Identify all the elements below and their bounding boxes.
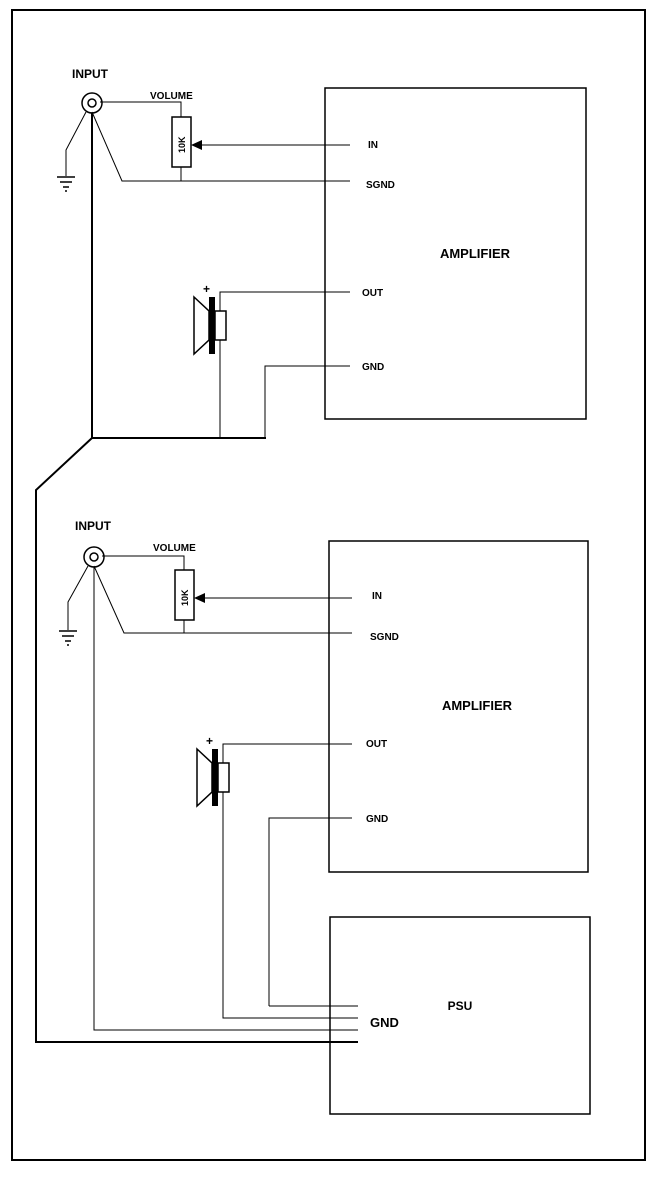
amplifier-label-2: AMPLIFIER xyxy=(442,698,513,713)
speaker-gnd-to-psu-wire xyxy=(222,792,358,1019)
wiper-arrow-icon xyxy=(191,140,202,150)
amplifier-label-1: AMPLIFIER xyxy=(440,246,511,261)
pin-in-1: IN xyxy=(368,140,378,151)
jack-ground-wire-2 xyxy=(67,565,89,630)
earth-ground-icon xyxy=(57,176,75,192)
speaker-plus-label-1: + xyxy=(203,282,210,296)
psu-box xyxy=(329,916,591,1115)
amplifier-box-1 xyxy=(324,87,587,420)
amp-gnd-wire-1 xyxy=(264,365,350,438)
speaker-icon xyxy=(196,747,230,808)
jack-ground-wire-1 xyxy=(65,111,87,176)
pin-sgnd-1: SGND xyxy=(366,180,395,191)
volume-potentiometer-1: 10K xyxy=(171,116,192,168)
pin-gnd-2: GND xyxy=(366,814,388,825)
circuit-2: INPUT VOLUME 10K AMPLIFIER IN SGND OUT G xyxy=(59,519,589,1031)
speaker-out-wire-1 xyxy=(219,291,350,311)
pin-sgnd-2: SGND xyxy=(370,632,399,643)
wiper-arrow-icon xyxy=(194,593,205,603)
resistor-value-1: 10K xyxy=(177,136,187,153)
pin-out-1: OUT xyxy=(362,288,383,299)
input-jack-1 xyxy=(81,92,103,114)
psu-label: PSU xyxy=(448,999,473,1013)
resistor-value-2: 10K xyxy=(180,589,190,606)
earth-ground-icon xyxy=(59,630,77,646)
speaker-out-wire-2 xyxy=(222,743,352,763)
input-label-2: INPUT xyxy=(75,519,112,533)
input-jack-2 xyxy=(83,546,105,568)
psu: PSU GND xyxy=(329,916,591,1115)
input-gnd-to-psu-wire xyxy=(93,567,358,1031)
amp-gnd-wire-2 xyxy=(268,817,352,1006)
psu-gnd-label: GND xyxy=(370,1015,399,1030)
circuit-1: INPUT VOLUME 10K AMPLIFIER IN xyxy=(57,67,587,439)
pin-in-2: IN xyxy=(372,591,382,602)
volume-potentiometer-2: 10K xyxy=(174,569,195,621)
signal-wire-1 xyxy=(100,101,182,117)
volume-label-2: VOLUME xyxy=(153,543,196,554)
volume-label-1: VOLUME xyxy=(150,91,193,102)
pin-gnd-1: GND xyxy=(362,362,384,373)
speaker-icon xyxy=(193,295,227,356)
signal-wire-2 xyxy=(102,555,185,570)
diagram-frame xyxy=(11,9,646,1161)
pin-out-2: OUT xyxy=(366,739,387,750)
amplifier-box-2 xyxy=(328,540,589,873)
input-label-1: INPUT xyxy=(72,67,109,81)
sgnd-wire-1 xyxy=(91,111,350,182)
sgnd-wire-2 xyxy=(93,565,352,634)
speaker-plus-label-2: + xyxy=(206,734,213,748)
main-ground-return xyxy=(35,437,358,1043)
